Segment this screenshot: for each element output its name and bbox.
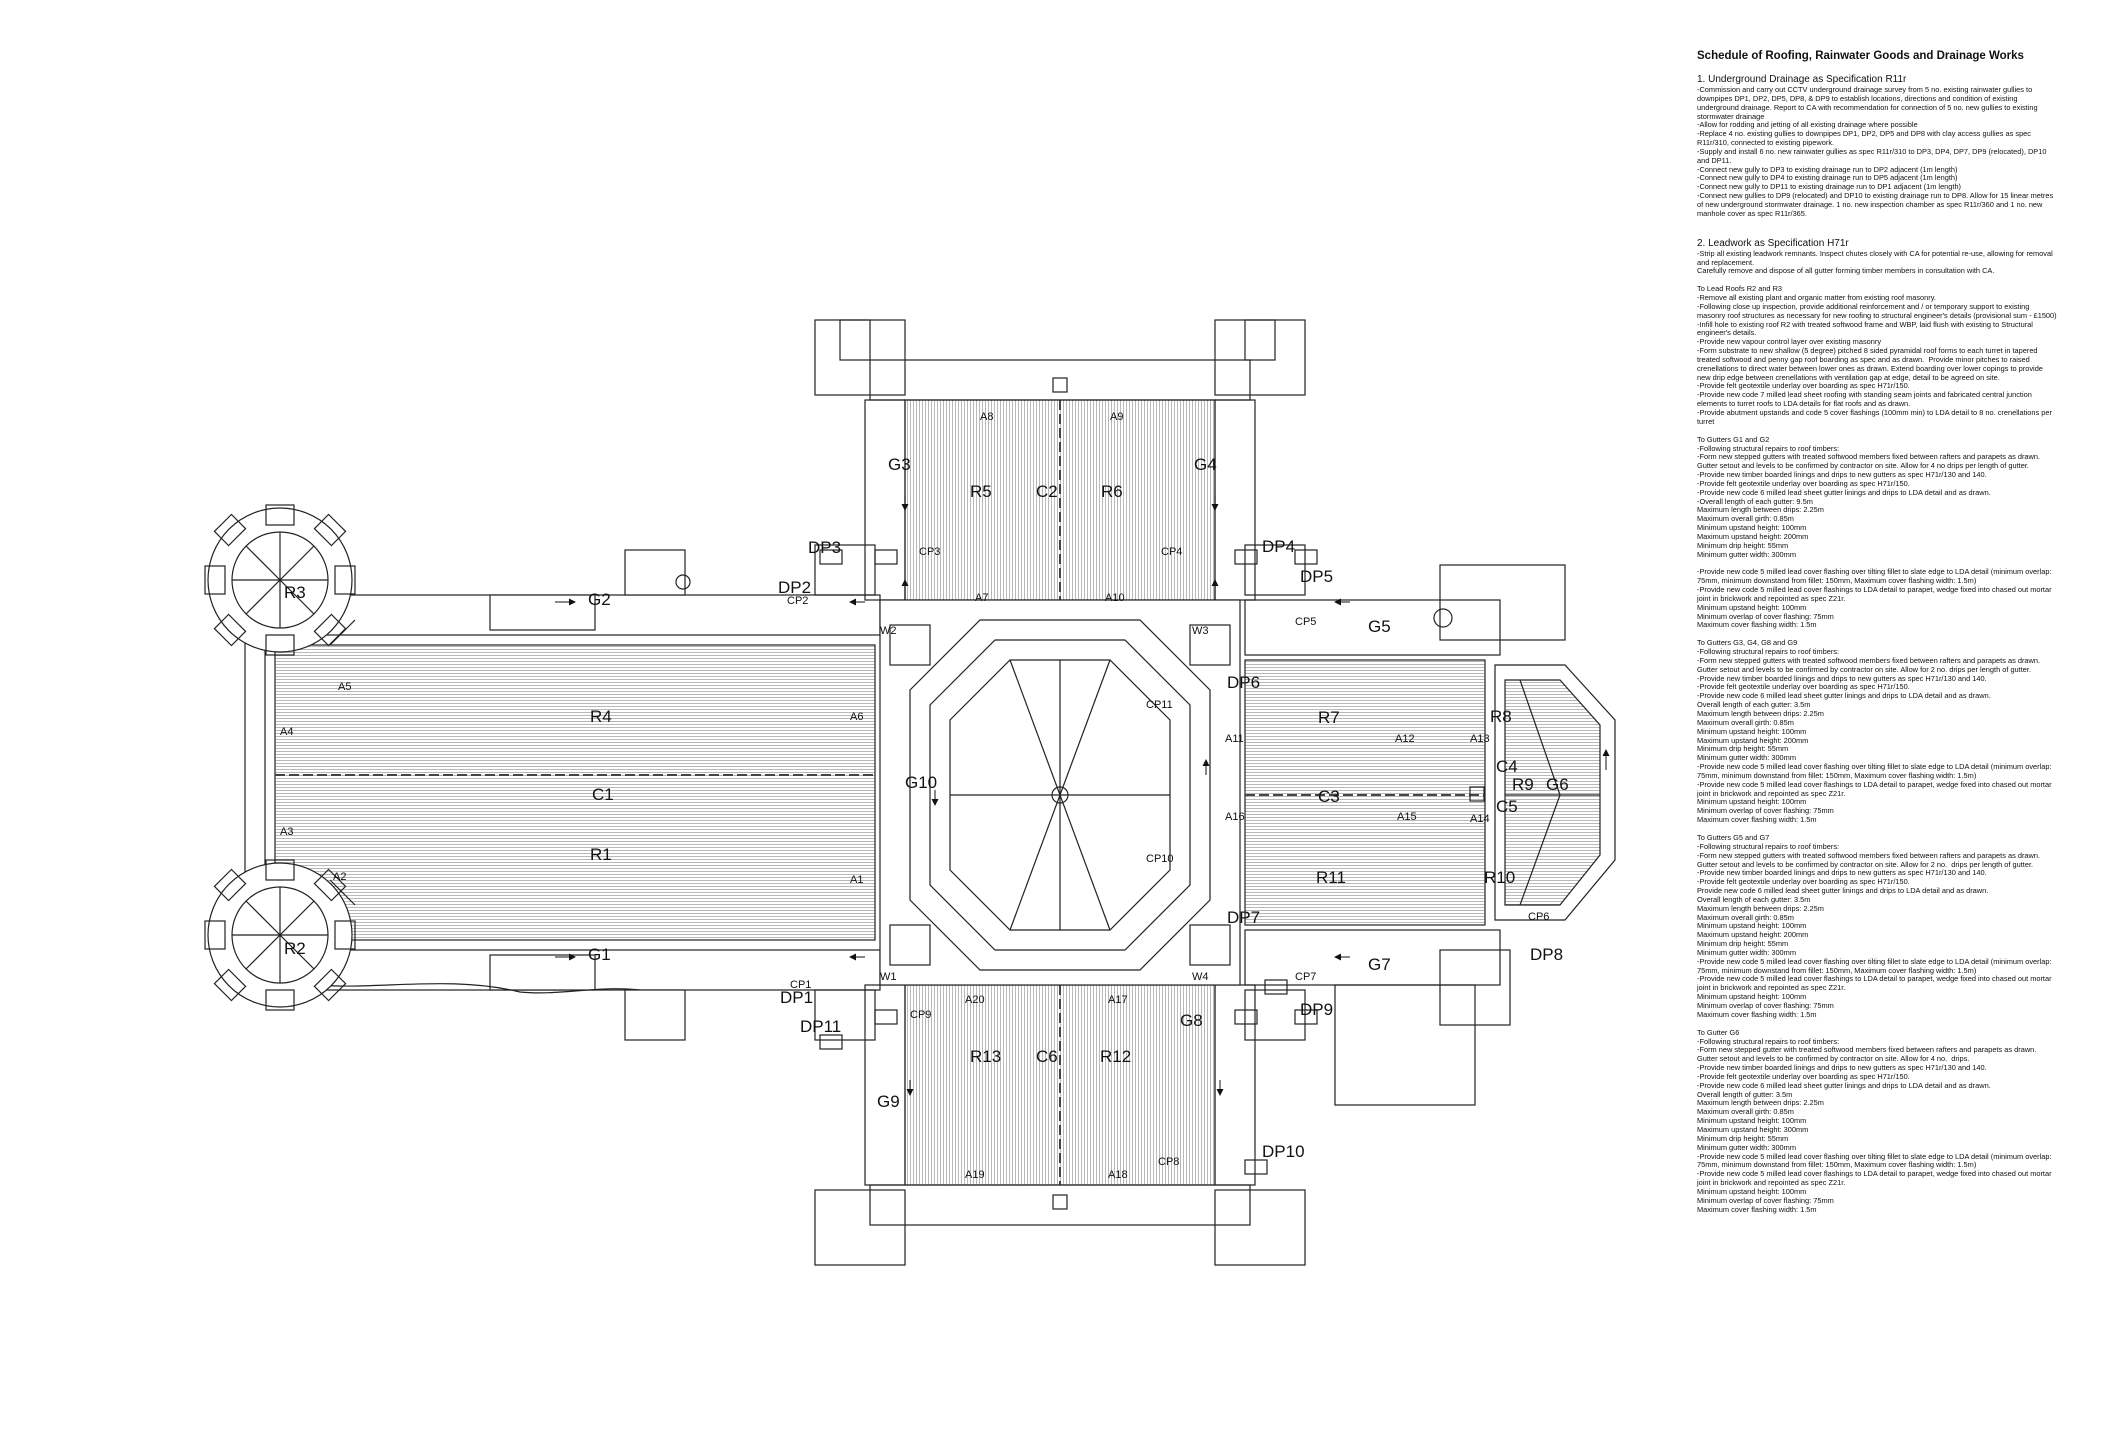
label-cp6: CP6 bbox=[1528, 911, 1549, 923]
section-2-heading: 2. Leadwork as Specification H71r bbox=[1697, 237, 1849, 249]
label-c2: C2 bbox=[1036, 482, 1058, 501]
label-a11: A11 bbox=[1225, 733, 1244, 745]
label-cp1: CP1 bbox=[790, 979, 811, 991]
roof-plan-drawing: R3 R2 R4 R1 C1 G1 G2 A5 A4 A3 A2 A6 A1 C… bbox=[204, 319, 1616, 1266]
lead-roofs-section: To Lead Roofs R2 and R3 -Remove all exis… bbox=[1697, 284, 2057, 426]
label-a16: A16 bbox=[1225, 811, 1245, 823]
label-cp9: CP9 bbox=[910, 1009, 931, 1021]
section-1-body: -Commission and carry out CCTV undergrou… bbox=[1697, 85, 2054, 218]
label-a14: A14 bbox=[1470, 813, 1490, 825]
label-r5: R5 bbox=[970, 482, 992, 501]
label-w3: W3 bbox=[1192, 625, 1209, 637]
label-dp1: DP1 bbox=[780, 988, 813, 1007]
label-w2: W2 bbox=[880, 625, 897, 637]
flow-arrows bbox=[555, 495, 1610, 1096]
label-a19: A19 bbox=[965, 1169, 985, 1181]
label-a6: A6 bbox=[850, 711, 863, 723]
label-a8: A8 bbox=[980, 411, 993, 423]
gutters-g5-g7-section: To Gutters G5 and G7 -Following structur… bbox=[1697, 832, 2052, 1019]
label-cp7: CP7 bbox=[1295, 971, 1316, 983]
label-g2: G2 bbox=[588, 590, 611, 609]
label-r4: R4 bbox=[590, 707, 612, 726]
gully-boxes bbox=[819, 549, 1318, 1175]
gutter-g6-section: To Gutter G6 -Following structural repai… bbox=[1697, 1027, 2052, 1214]
label-a4: A4 bbox=[280, 726, 293, 738]
label-g1: G1 bbox=[588, 945, 611, 964]
label-r12: R12 bbox=[1100, 1047, 1131, 1066]
label-g4: G4 bbox=[1194, 455, 1217, 474]
label-dp4: DP4 bbox=[1262, 537, 1295, 556]
label-r7: R7 bbox=[1318, 708, 1340, 727]
label-dp10: DP10 bbox=[1262, 1142, 1305, 1161]
label-cp5: CP5 bbox=[1295, 616, 1316, 628]
gutters-g3-g4-g8-g9-section: To Gutters G3, G4, G8 and G9 -Following … bbox=[1697, 638, 2052, 825]
label-dp8: DP8 bbox=[1530, 945, 1563, 964]
label-g9: G9 bbox=[877, 1092, 900, 1111]
label-g3: G3 bbox=[888, 455, 911, 474]
label-a9: A9 bbox=[1110, 411, 1123, 423]
label-dp6: DP6 bbox=[1227, 673, 1260, 692]
label-r6: R6 bbox=[1101, 482, 1123, 501]
label-r9: R9 bbox=[1512, 775, 1534, 794]
label-a17: A17 bbox=[1108, 994, 1128, 1006]
west-wing bbox=[239, 549, 881, 1041]
label-g6: G6 bbox=[1546, 775, 1569, 794]
label-a2: A2 bbox=[333, 871, 346, 883]
label-a10: A10 bbox=[1105, 592, 1125, 604]
label-r10: R10 bbox=[1484, 868, 1515, 887]
label-g10: G10 bbox=[905, 773, 937, 792]
schedule-panel: Schedule of Roofing, Rainwater Goods and… bbox=[1697, 50, 2057, 1214]
label-cp3: CP3 bbox=[919, 546, 940, 558]
label-r2: R2 bbox=[284, 939, 306, 958]
label-a13: A13 bbox=[1470, 733, 1490, 745]
label-cp8: CP8 bbox=[1158, 1156, 1179, 1168]
label-r8: R8 bbox=[1490, 707, 1512, 726]
label-r13: R13 bbox=[970, 1047, 1001, 1066]
label-cp4: CP4 bbox=[1161, 546, 1182, 558]
label-c1: C1 bbox=[592, 785, 614, 804]
label-c6: C6 bbox=[1036, 1047, 1058, 1066]
turret-r2 bbox=[204, 859, 356, 1011]
label-r3: R3 bbox=[284, 583, 306, 602]
label-dp2: DP2 bbox=[778, 578, 811, 597]
label-dp11: DP11 bbox=[800, 1017, 841, 1036]
label-dp7: DP7 bbox=[1227, 908, 1260, 927]
label-c3: C3 bbox=[1318, 787, 1340, 806]
label-a12: A12 bbox=[1395, 733, 1415, 745]
label-cp10: CP10 bbox=[1146, 853, 1174, 865]
section-1-heading: 1. Underground Drainage as Specification… bbox=[1697, 74, 1907, 85]
label-g8: G8 bbox=[1180, 1011, 1203, 1030]
label-a7: A7 bbox=[975, 592, 988, 604]
label-a1: A1 bbox=[850, 874, 863, 886]
label-dp3: DP3 bbox=[808, 538, 841, 557]
label-a20: A20 bbox=[965, 994, 985, 1006]
label-c4: C4 bbox=[1496, 757, 1518, 776]
label-a18: A18 bbox=[1108, 1169, 1128, 1181]
label-c5: C5 bbox=[1496, 797, 1518, 816]
label-w4: W4 bbox=[1192, 971, 1209, 983]
schedule-title: Schedule of Roofing, Rainwater Goods and… bbox=[1697, 50, 2024, 62]
south-wing bbox=[814, 984, 1306, 1266]
east-wing bbox=[1244, 564, 1616, 1106]
gutters-g1-g2-section: To Gutters G1 and G2 -Following structur… bbox=[1697, 434, 2052, 630]
label-r1: R1 bbox=[590, 845, 612, 864]
label-cp2: CP2 bbox=[787, 595, 808, 607]
section-2-body: -Strip all existing leadwork remnants. I… bbox=[1697, 248, 2053, 276]
label-g5: G5 bbox=[1368, 617, 1391, 636]
turret-r3 bbox=[204, 504, 356, 656]
drawing-labels: R3 R2 R4 R1 C1 G1 G2 A5 A4 A3 A2 A6 A1 C… bbox=[280, 411, 1569, 1181]
label-a15: A15 bbox=[1397, 811, 1417, 823]
label-dp9: DP9 bbox=[1300, 1000, 1333, 1019]
label-a5: A5 bbox=[338, 681, 351, 693]
label-g7: G7 bbox=[1368, 955, 1391, 974]
label-a3: A3 bbox=[280, 826, 293, 838]
label-w1: W1 bbox=[880, 971, 897, 983]
central-octagon bbox=[879, 599, 1241, 986]
label-cp11: CP11 bbox=[1146, 699, 1173, 711]
label-r11: R11 bbox=[1316, 868, 1346, 887]
label-dp5: DP5 bbox=[1300, 567, 1333, 586]
